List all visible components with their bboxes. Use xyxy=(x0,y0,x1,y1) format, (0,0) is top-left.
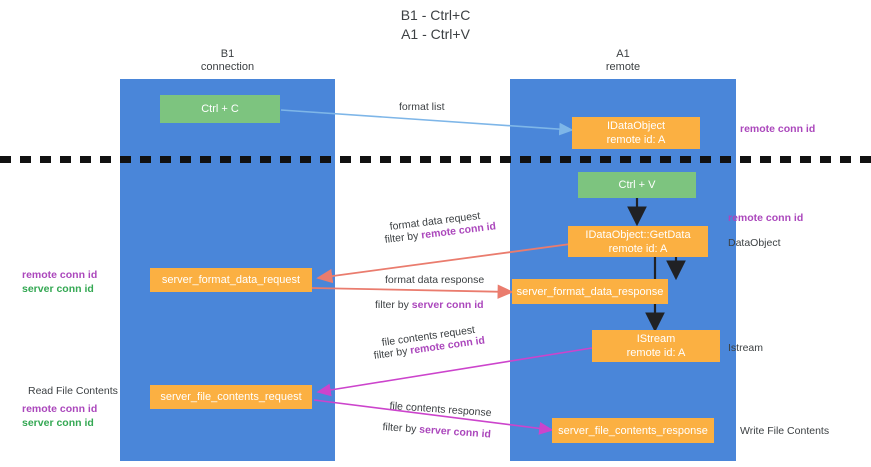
side-label-write-file-contents: Write File Contents xyxy=(740,424,829,438)
side-label-remote-conn-mid-text: remote conn id xyxy=(728,212,804,224)
node-server-file-contents-request[interactable]: server_file_contents_request xyxy=(150,385,312,409)
side-label-write-file-text: Write File Contents xyxy=(740,425,830,437)
node-idataobject-line2: remote id: A xyxy=(606,134,666,146)
side-label-istream: Istream xyxy=(728,341,763,355)
side-label-left-remote-conn: remote conn id xyxy=(22,269,98,281)
edge-label-file-req-filter-prefix: filter by xyxy=(373,344,412,362)
edge-label-file-resp-filter-key: server conn id xyxy=(418,423,492,441)
edge-label-file-contents-response-filter: filter by server conn id xyxy=(382,421,491,442)
side-label-conn-ids-file: remote conn id server conn id xyxy=(22,402,97,430)
edge-label-format-data-response: format data response xyxy=(385,274,484,287)
node-ctrl-c[interactable]: Ctrl + C xyxy=(160,95,280,123)
node-server-format-data-response[interactable]: server_format_data_response xyxy=(512,279,668,304)
title-line-2: A1 - Ctrl+V xyxy=(401,26,470,42)
side-label-conn-ids-format: remote conn id server conn id xyxy=(22,268,97,296)
side-label-left-server-conn2: server conn id xyxy=(22,417,94,429)
edge-label-file-resp-text: file contents response xyxy=(389,400,492,420)
node-fmt-resp-label: server_format_data_response xyxy=(516,285,664,298)
node-istream-line2: remote id: A xyxy=(626,347,686,359)
edge-label-format-list-text: format list xyxy=(399,101,445,113)
lane-header-a1: A1 remote xyxy=(510,48,736,74)
side-label-remote-conn-mid: remote conn id xyxy=(728,211,803,225)
page-title: B1 - Ctrl+C A1 - Ctrl+V xyxy=(0,6,871,44)
side-label-read-file-text: Read File Contents xyxy=(28,385,118,397)
title-line-1: B1 - Ctrl+C xyxy=(400,7,471,23)
edge-label-file-contents-response: file contents response xyxy=(389,400,492,420)
node-getdata-line2: remote id: A xyxy=(608,242,668,255)
node-server-format-data-request[interactable]: server_format_data_request xyxy=(150,268,312,292)
node-getdata[interactable]: IDataObject::GetData remote id: A xyxy=(568,226,708,257)
side-label-dataobject: DataObject xyxy=(728,236,781,250)
side-label-read-file-contents: Read File Contents xyxy=(28,384,118,398)
edge-label-fmt-resp-filter-key: server conn id xyxy=(411,299,484,311)
side-label-dataobject-text: DataObject xyxy=(728,237,781,249)
lane-header-b1: B1 connection xyxy=(120,48,335,74)
edge-label-fmt-resp-filter-prefix: filter by xyxy=(375,299,412,311)
node-fmt-req-label: server_format_data_request xyxy=(161,274,301,286)
node-istream-line1: IStream xyxy=(636,333,676,345)
edge-label-file-resp-filter-prefix: filter by xyxy=(382,421,420,436)
node-istream[interactable]: IStream remote id: A xyxy=(592,330,720,362)
edge-label-format-list: format list xyxy=(399,101,445,114)
node-idataobject-line1: IDataObject xyxy=(606,120,666,132)
node-ctrl-v-label: Ctrl + V xyxy=(618,179,656,191)
node-file-resp-label: server_file_contents_response xyxy=(558,424,708,437)
side-label-left-remote-conn2: remote conn id xyxy=(22,403,98,415)
edge-label-format-data-response-filter: filter by server conn id xyxy=(375,299,484,312)
node-server-file-contents-response[interactable]: server_file_contents_response xyxy=(552,418,714,443)
node-idataobject[interactable]: IDataObject remote id: A xyxy=(572,117,700,149)
phase-divider xyxy=(0,156,871,163)
side-label-istream-text: Istream xyxy=(728,342,764,354)
edge-label-fmt-resp-text: format data response xyxy=(385,274,485,286)
lane-a1-subtitle: remote xyxy=(605,61,641,73)
lane-b1-title: B1 xyxy=(220,48,235,60)
side-label-remote-conn-top-text: remote conn id xyxy=(740,123,816,135)
node-ctrl-v[interactable]: Ctrl + V xyxy=(578,172,696,198)
side-label-remote-conn-top: remote conn id xyxy=(740,122,815,136)
lane-a1-title: A1 xyxy=(616,48,630,60)
node-getdata-line1: IDataObject::GetData xyxy=(585,228,691,241)
side-label-left-server-conn: server conn id xyxy=(22,283,94,295)
node-ctrl-c-label: Ctrl + C xyxy=(201,103,239,115)
lane-b1-subtitle: connection xyxy=(200,61,255,73)
node-file-req-label: server_file_contents_request xyxy=(160,391,302,403)
